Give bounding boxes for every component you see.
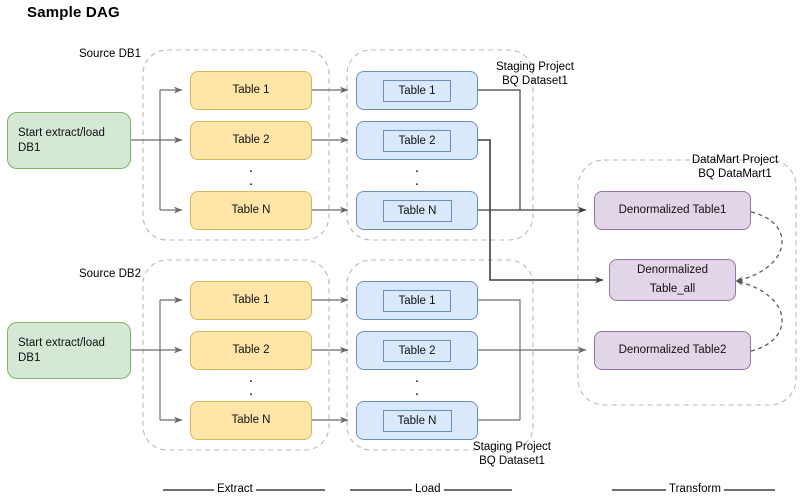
connectors-load-db2-to-table2 xyxy=(478,299,587,421)
connectors-load-db1-to-table1 xyxy=(478,89,587,214)
node-load-db2-table-2-label: Table 2 xyxy=(383,339,451,362)
ellipsis-dot: . xyxy=(248,382,254,399)
group-label-staging-top-line2: BQ Dataset1 xyxy=(502,75,568,87)
group-label-staging-top: Staging Project BQ Dataset1 xyxy=(470,60,600,88)
ellipsis-dot: . xyxy=(248,172,254,189)
connectors-load-db1-to-tableall xyxy=(478,139,604,284)
node-start-db1-line1: Start extract/load xyxy=(18,126,105,139)
ellipsis-extract-db2: . . xyxy=(241,369,261,399)
node-extract-db2-table-2[interactable]: Table 2 xyxy=(190,331,312,370)
group-label-datamart-line1: DataMart Project xyxy=(691,154,779,166)
node-start-extract-load-db2[interactable]: Start extract/load DB1 xyxy=(7,322,131,379)
node-denormalized-table-all-line1: Denormalized xyxy=(637,264,708,276)
node-extract-db2-table-n[interactable]: Table N xyxy=(190,401,312,440)
node-extract-db1-table-1[interactable]: Table 1 xyxy=(190,71,312,110)
connectors-extract-db2 xyxy=(131,296,183,424)
ellipsis-dot: . xyxy=(414,159,420,176)
node-denormalized-table-all[interactable]: Denormalized Table_all xyxy=(609,259,736,301)
group-label-source-db1: Source DB1 xyxy=(78,48,141,60)
phase-label-load: Load xyxy=(412,483,444,495)
node-load-db1-table-1-label: Table 1 xyxy=(383,79,451,102)
node-denormalized-table2[interactable]: Denormalized Table2 xyxy=(594,331,751,370)
node-load-db2-table-1-label: Table 1 xyxy=(383,289,451,312)
group-label-staging-bottom-line1: Staging Project xyxy=(473,441,551,453)
ellipsis-extract-db1: . . xyxy=(241,159,261,189)
group-label-staging-bottom-line2: BQ Dataset1 xyxy=(479,455,545,467)
node-start-db1-line2: DB1 xyxy=(18,141,41,154)
group-label-staging-bottom: Staging Project BQ Dataset1 xyxy=(422,440,602,468)
phase-label-transform: Transform xyxy=(666,483,724,495)
phase-label-extract: Extract xyxy=(214,483,256,495)
connectors-extract-to-load-db1 xyxy=(312,86,349,214)
node-denormalized-table1[interactable]: Denormalized Table1 xyxy=(594,191,751,230)
node-load-db1-table-2-label: Table 2 xyxy=(383,129,451,152)
node-load-db2-table-n-label: Table N xyxy=(382,409,452,432)
group-label-staging-top-line1: Staging Project xyxy=(496,61,574,73)
node-load-db2-table-n[interactable]: Table N xyxy=(356,401,478,440)
node-load-db1-table-2[interactable]: Table 2 xyxy=(356,121,478,160)
group-label-datamart: DataMart Project BQ DataMart1 xyxy=(660,153,810,181)
ellipsis-dot: . xyxy=(414,369,420,386)
ellipsis-dot: . xyxy=(414,172,420,189)
node-extract-db2-table-1[interactable]: Table 1 xyxy=(190,281,312,320)
node-extract-db1-table-n[interactable]: Table N xyxy=(190,191,312,230)
connectors-extract-to-load-db2 xyxy=(312,296,349,424)
connectors-extract-db1 xyxy=(131,86,183,214)
page-title: Sample DAG xyxy=(27,4,120,21)
node-load-db1-table-n[interactable]: Table N xyxy=(356,191,478,230)
node-load-db1-table-n-label: Table N xyxy=(382,199,452,222)
node-load-db2-table-2[interactable]: Table 2 xyxy=(356,331,478,370)
ellipsis-dot: . xyxy=(248,369,254,386)
ellipsis-dot: . xyxy=(248,159,254,176)
node-start-db2-line2: DB1 xyxy=(18,351,41,364)
node-denormalized-table-all-line2: Table_all xyxy=(649,283,696,295)
ellipsis-dot: . xyxy=(414,382,420,399)
ellipsis-load-db1: . . xyxy=(407,159,427,189)
node-extract-db1-table-2[interactable]: Table 2 xyxy=(190,121,312,160)
group-label-datamart-line2: BQ DataMart1 xyxy=(698,168,772,180)
node-load-db1-table-1[interactable]: Table 1 xyxy=(356,71,478,110)
node-load-db2-table-1[interactable]: Table 1 xyxy=(356,281,478,320)
node-start-db2-line1: Start extract/load xyxy=(18,336,105,349)
ellipsis-load-db2: . . xyxy=(407,369,427,399)
group-label-source-db2: Source DB2 xyxy=(78,268,141,280)
node-start-extract-load-db1[interactable]: Start extract/load DB1 xyxy=(7,112,131,169)
